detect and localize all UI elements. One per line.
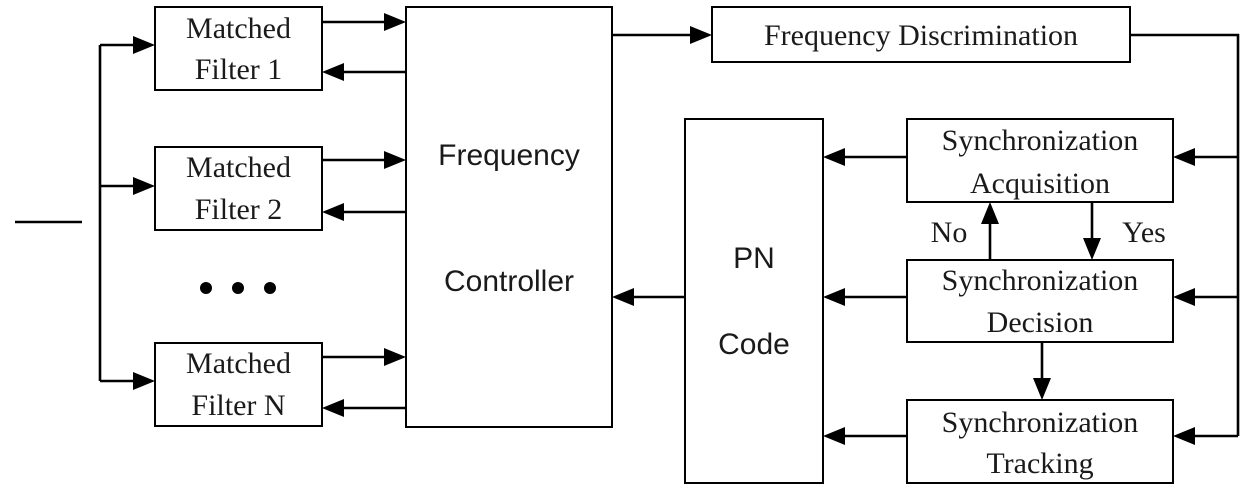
arrowheads: [133, 13, 1195, 445]
connectors: [15, 20, 1240, 438]
arrow-head-right: [384, 13, 406, 31]
synchronization-decision-label-line2: Decision: [987, 306, 1094, 339]
pn-code: PN Code: [684, 118, 824, 484]
synchronization-acquisition-box: [906, 118, 1174, 203]
arrow-head-right: [133, 36, 155, 54]
ellipsis-dot: [200, 282, 212, 294]
synchronization-acquisition-label-line1: Synchronization: [942, 124, 1139, 157]
synchronization-tracking-label-line2: Tracking: [986, 447, 1093, 480]
synchronization-decision-label-line1: Synchronization: [942, 264, 1139, 297]
synchronization-tracking: Synchronization Tracking: [906, 399, 1174, 484]
pn-code-box: [684, 118, 824, 484]
matched-filter-1-box: [154, 6, 323, 91]
synchronization-acquisition-label-line2: Acquisition: [970, 167, 1110, 200]
arrow-head-left: [823, 148, 845, 166]
matched-filter-2-label-line2: Filter 2: [195, 193, 283, 226]
synchronization-acquisition: Synchronization Acquisition: [906, 118, 1174, 203]
arrow-head-right: [690, 26, 712, 44]
matched-filter-2-box: [154, 146, 323, 231]
arrow-head-right: [384, 151, 406, 169]
matched-filter-2-label-line1: Matched: [186, 151, 291, 184]
ellipsis-dot: [264, 282, 276, 294]
arrow-head-left: [823, 288, 845, 306]
arrow-head-left: [1173, 148, 1195, 166]
matched-filter-1-label-line1: Matched: [186, 12, 291, 45]
matched-filter-1: Matched Filter 1: [154, 6, 323, 91]
frequency-controller-box: [405, 6, 613, 428]
arrow-head-left: [823, 427, 845, 445]
arrow-head-left: [612, 288, 634, 306]
ellipsis-dot: [232, 282, 244, 294]
edge-label-yes: Yes: [1122, 216, 1166, 249]
arrow-head-right: [133, 177, 155, 195]
matched-filter-n-label-line1: Matched: [186, 347, 291, 380]
synchronization-decision-box: [906, 259, 1174, 343]
fd-to-right-bus: [1130, 33, 1240, 436]
matched-filter-n: Matched Filter N: [154, 342, 323, 427]
arrow-head-left: [322, 63, 344, 81]
arrow-head-down: [1083, 238, 1101, 260]
synchronization-tracking-box: [906, 399, 1174, 484]
frequency-controller: Frequency Controller: [405, 6, 613, 428]
pn-code-label-line1: PN: [733, 242, 775, 275]
arrow-head-up: [981, 202, 999, 224]
arrow-head-left: [1173, 427, 1195, 445]
arrow-head-left: [1173, 288, 1195, 306]
filter-ellipsis: [200, 282, 276, 294]
frequency-discrimination-box: [711, 6, 1131, 63]
arrow-head-left: [322, 399, 344, 417]
matched-filter-1-label-line2: Filter 1: [195, 53, 283, 86]
pn-code-label-line2: Code: [718, 328, 790, 361]
synchronization-decision: Synchronization Decision: [906, 259, 1174, 343]
matched-filter-2: Matched Filter 2: [154, 146, 323, 231]
arrow-head-down: [1033, 378, 1051, 400]
matched-filter-n-label-line2: Filter N: [191, 389, 285, 422]
arrow-head-right: [133, 372, 155, 390]
arrow-head-right: [384, 348, 406, 366]
edge-label-no: No: [931, 216, 968, 249]
synchronization-tracking-label-line1: Synchronization: [942, 406, 1139, 439]
frequency-discrimination: Frequency Discrimination: [711, 6, 1131, 63]
arrow-head-left: [322, 203, 344, 221]
matched-filter-n-box: [154, 342, 323, 427]
frequency-discrimination-label: Frequency Discrimination: [764, 19, 1078, 52]
frequency-controller-label-line2: Controller: [444, 265, 574, 298]
frequency-controller-label-line1: Frequency: [438, 139, 580, 172]
